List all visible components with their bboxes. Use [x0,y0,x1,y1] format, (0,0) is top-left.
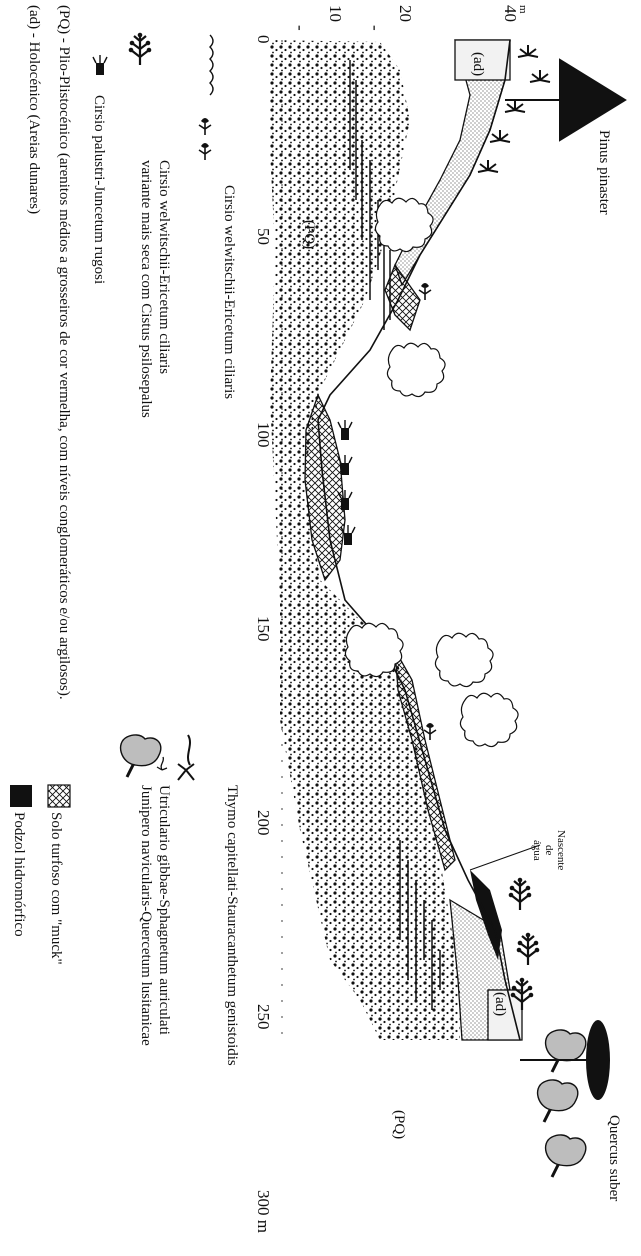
rush-plant [338,420,352,440]
pine-tuft [530,70,550,82]
key-entry-pq: (PQ) - Plio-Plistocénico (arenitos médio… [56,5,72,700]
pinus-label: Pinus pinaster [596,130,612,215]
peat-soil-swatch [48,785,70,807]
y-tick-label: 10 [326,5,345,22]
x-tick-label: 300 m [254,1190,273,1233]
spiky-shrub [517,933,540,965]
soil-entry: Podzol hidromórfico [11,812,27,937]
heath-shrub [460,693,518,746]
y-tick-label: 40 [501,5,520,22]
legend-entry: variante mais seca com Cistus psilosepal… [138,160,154,418]
thyme-icon [178,735,194,780]
nascente-label: Nascente [555,830,567,870]
key-sep: - [56,34,72,47]
y-minor-tick: - [366,25,385,31]
vertical-axis: m 40 20 10 - - [291,5,529,31]
flower-plant [424,723,436,740]
key-text: Holocénico (Areias dunares) [26,42,42,214]
key-code: (PQ) [56,5,72,34]
rush-icon [93,55,107,75]
legend-entry: Thymo capitellati-Stauracanthetum genist… [224,785,240,1066]
soil-entry: Solo turfoso com "muck" [48,812,64,965]
juniper-tree [546,1135,586,1177]
heath-shrub [435,633,493,686]
nascente-label: água [531,840,543,861]
podzol-swatch [10,785,32,807]
spiky-shrub [509,878,532,910]
y-minor-tick: - [291,25,310,31]
pine-tuft [505,100,525,112]
key-code: (ad) [26,5,42,29]
pine-tuft [518,45,538,57]
y-tick-label: 20 [396,5,415,22]
dry-heath-cistus-icon [199,118,211,160]
legend-entry: Utriculario gibbae-Sphagnetum auriculati [156,785,172,1035]
pine-tuft [490,130,510,142]
juniper-icon [121,735,161,777]
nascente-label: de [543,845,555,856]
legend-entry: Cirsio welwitschii-Ericetum ciliaris [221,185,237,399]
x-tick-label: 200 [254,810,273,836]
x-tick-label: 250 [254,1004,273,1030]
ad-label: (ad) [492,992,508,1016]
legend-entry: Junipero navicularis-Quercetum lusitanic… [138,785,154,1046]
x-tick-label: 50 [254,228,273,245]
juniper-tree [538,1080,578,1122]
legend-entry: Cirsio welwitschii-Ericetum ciliaris [156,160,172,374]
pine-tuft [478,160,498,172]
flower-plant [419,283,431,300]
pq-label: (PQ) [301,220,317,249]
pq-label: (PQ) [391,1110,407,1139]
legend-entry: Cirsio palustri-Juncetum rugosi [91,95,107,284]
wavy-heath-icon [210,35,213,95]
ad-label: (ad) [470,52,486,76]
juniper-tree [546,1030,586,1072]
pq-substrate [270,40,460,1040]
sphagnum-icon [157,757,167,770]
key-text: Plio-Plistocénico (arenitos médios a gro… [56,47,72,700]
key-sep: - [26,29,42,42]
key-entry-ad: (ad) - Holocénico (Areias dunares) [26,5,42,214]
cross-section-profile [270,40,625,1177]
quercus-label: Quercus suber [606,1115,622,1201]
legend: Cirsio welwitschii-Ericetum ciliaris Cir… [10,5,240,1066]
heath-shrub [345,623,403,676]
nascente-leader-line [470,845,540,870]
pine-tree-icon [505,60,625,140]
heath-shrub [387,343,445,396]
x-tick-label: 0 [254,35,273,44]
thyme-icon [129,33,152,65]
x-tick-label: 150 [254,616,273,642]
x-tick-label: 100 [254,422,273,448]
heath-shrub [375,198,433,251]
